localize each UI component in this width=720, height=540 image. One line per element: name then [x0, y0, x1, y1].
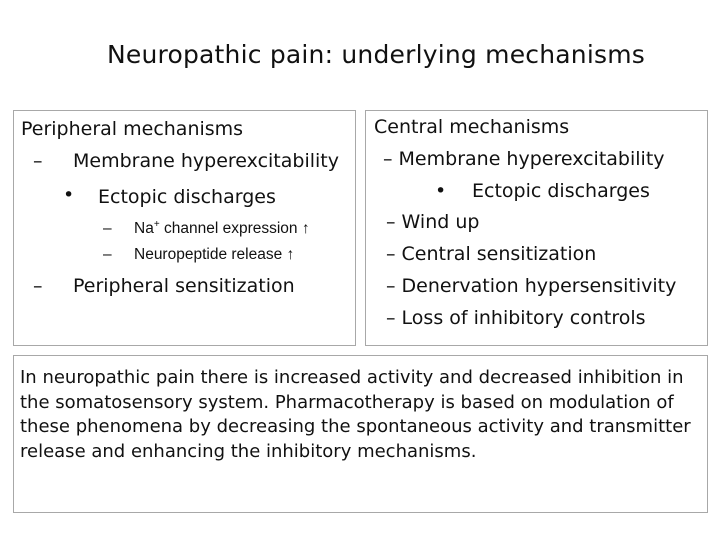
central-heading: Central mechanisms	[374, 116, 570, 138]
summary-paragraph: In neuropathic pain there is increased a…	[20, 367, 691, 462]
neuropeptide-text: Neuropeptide release	[134, 246, 283, 263]
peripheral-membrane-item: Membrane hyperexcitability	[73, 150, 339, 172]
peripheral-sensitization-item: Peripheral sensitization	[73, 275, 295, 297]
wind-up-item: – Wind up	[386, 211, 480, 233]
peripheral-mechanisms-box	[13, 110, 356, 346]
dash-marker: –	[103, 246, 112, 263]
central-sensitization-item: – Central sensitization	[386, 243, 597, 265]
na-superscript: +	[153, 218, 160, 230]
dash-marker: –	[103, 220, 112, 237]
inhibitory-controls-item: – Loss of inhibitory controls	[386, 307, 646, 329]
central-ectopic-item: Ectopic discharges	[472, 180, 650, 202]
peripheral-ectopic-item: Ectopic discharges	[98, 186, 276, 208]
bullet-marker: •	[435, 180, 447, 202]
peripheral-heading: Peripheral mechanisms	[21, 118, 244, 140]
up-arrow-icon: ↑	[286, 246, 295, 263]
dash-marker: –	[33, 275, 43, 297]
denervation-item: – Denervation hypersensitivity	[386, 275, 677, 297]
na-channel-item: Na+ channel expression ↑	[134, 218, 310, 238]
central-membrane-item: – Membrane hyperexcitability	[383, 148, 665, 170]
dash-marker: –	[33, 150, 43, 172]
central-mechanisms-box	[365, 110, 708, 346]
up-arrow-icon: ↑	[301, 220, 310, 237]
na-prefix: Na	[134, 220, 154, 237]
slide-title: Neuropathic pain: underlying mechanisms	[107, 40, 645, 69]
summary-box	[13, 355, 708, 513]
bullet-marker: •	[63, 184, 75, 206]
neuropeptide-item: Neuropeptide release ↑	[134, 246, 294, 264]
na-channel-text: channel expression	[159, 220, 298, 237]
